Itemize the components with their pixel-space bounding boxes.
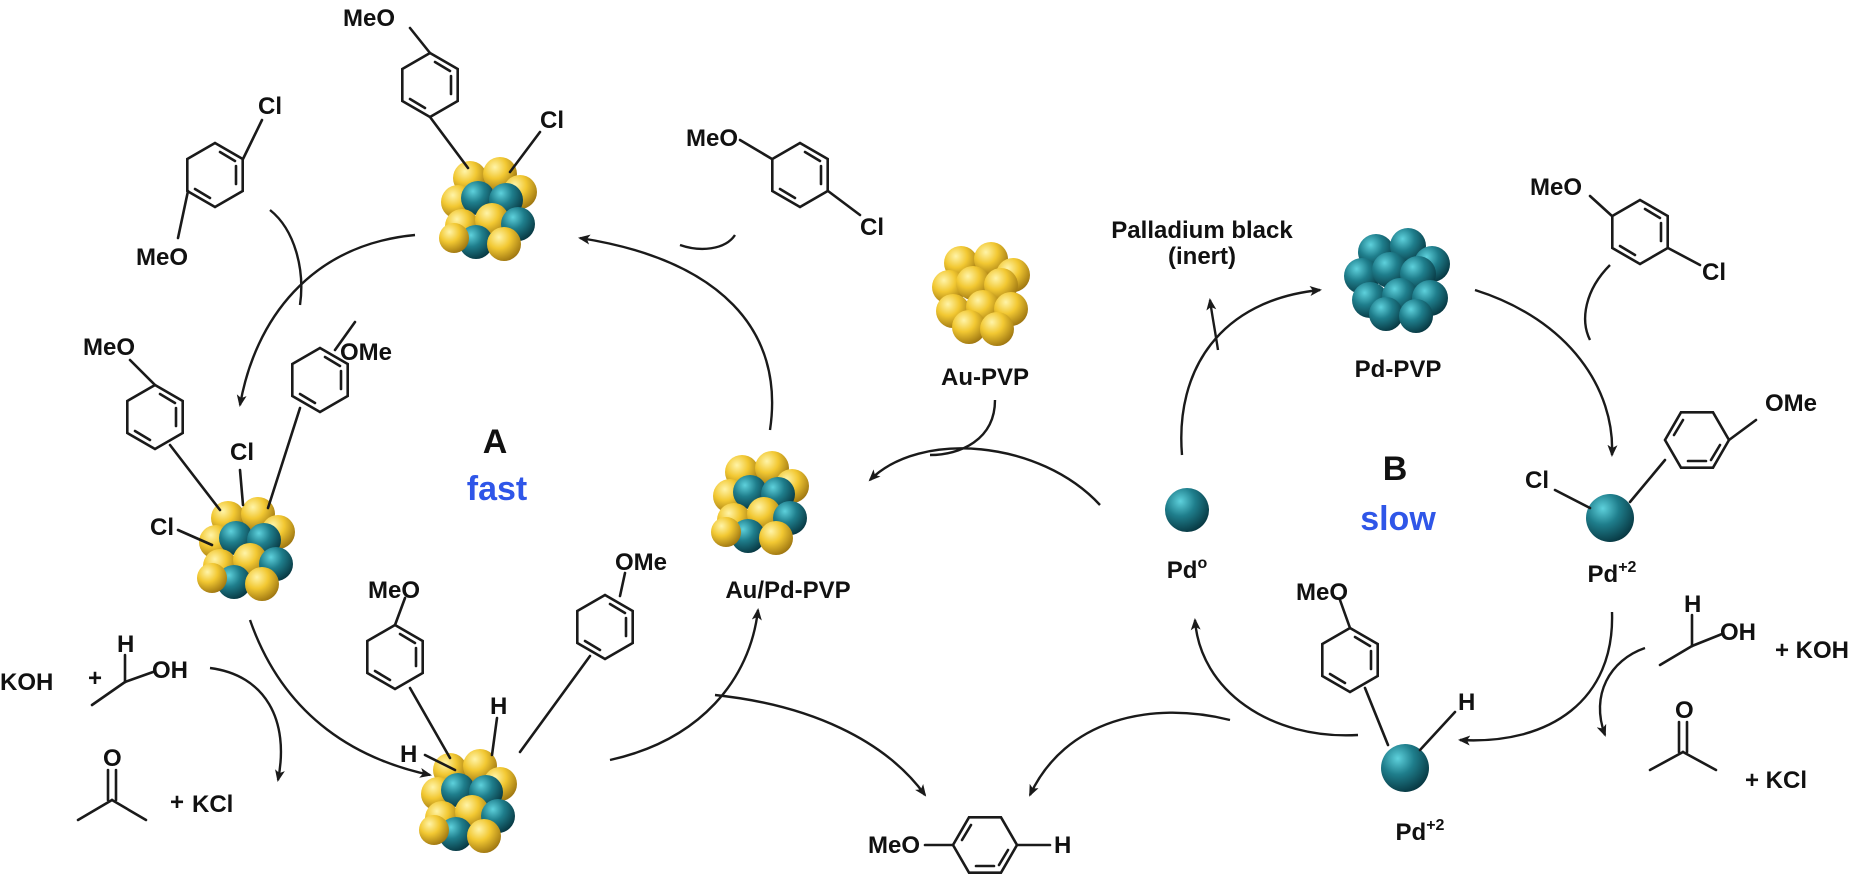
b-int1: Cl OMe Pd+2 — [1525, 390, 1817, 588]
a-int2: MeO OMe Cl Cl — [83, 320, 392, 601]
arrow-a-int2-to-int3 — [248, 619, 432, 778]
a-ketone-o: O — [103, 745, 122, 772]
b-ketone-o: O — [1675, 697, 1694, 724]
arrow-b-base-in — [1596, 646, 1646, 737]
center-substrate: MeO Cl — [686, 125, 884, 241]
a-reactant-cl: Cl — [258, 93, 282, 120]
b-int2: MeO H Pd+2 — [1296, 579, 1475, 846]
product: MeO H — [868, 815, 1071, 875]
a-int3-h-left: H — [400, 741, 417, 768]
au-pvp-label: Au-PVP — [941, 364, 1029, 391]
arrow-b-int1-to-int2 — [1458, 611, 1614, 746]
cycle-a-speed: fast — [467, 470, 527, 508]
a-int3-ome: OMe — [615, 549, 667, 576]
a-alcohol-oh: OH — [152, 657, 188, 684]
cycle-b: B slow Palladium black (inert) Pd-PVP Me… — [1028, 174, 1849, 846]
b-alcohol-h: H — [1684, 591, 1701, 618]
au-pd-pvp-label: Au/Pd-PVP — [725, 577, 850, 604]
center: MeO Cl Au-PVP MeO H — [686, 125, 1101, 875]
b-alcohol-oh: OH — [1720, 619, 1756, 646]
a-ketone: O + KCl — [76, 745, 233, 822]
a-int3: MeO OMe H H — [365, 549, 667, 853]
cycle-b-speed: slow — [1360, 500, 1436, 538]
b-substrate-cl: Cl — [1702, 259, 1726, 286]
a-plus-2: + — [170, 789, 184, 816]
cycle-a-label: A — [483, 423, 508, 461]
pd0-label: Pdo — [1167, 555, 1208, 584]
arrow-b-pd0-to-pdpvp — [1180, 286, 1322, 456]
arrow-a-product-out — [714, 693, 927, 797]
cycle-b-label: B — [1383, 450, 1408, 488]
center-substrate-meo: MeO — [686, 125, 738, 152]
arrow-a-int1-to-int2 — [236, 233, 416, 407]
arrow-b-pdpvp-to-int1 — [1474, 288, 1618, 457]
pd-black-label: Palladium black — [1111, 217, 1293, 244]
arrow-b-int2-to-pd0 — [1190, 618, 1359, 737]
product-meo: MeO — [868, 832, 920, 859]
a-int3-h-top: H — [490, 693, 507, 720]
a-int1: MeO Cl — [343, 5, 564, 261]
a-int2-cl-left: Cl — [150, 514, 174, 541]
center-substrate-cl: Cl — [860, 214, 884, 241]
product-h: H — [1054, 832, 1071, 859]
arrow-a-substrate-in-left — [269, 209, 303, 306]
a-int2-meo: MeO — [83, 334, 135, 361]
a-int1-meo: MeO — [343, 5, 395, 32]
au-pvp: Au-PVP — [868, 242, 1101, 506]
cycle-a: A fast MeO Cl Cl MeO — [0, 5, 927, 853]
b-int1-cl: Cl — [1525, 467, 1549, 494]
a-int1-cl: Cl — [540, 107, 564, 134]
a-reactant-left: Cl MeO — [136, 93, 282, 271]
arrow-a-substrate-in-top — [679, 234, 736, 251]
b-int1-pd-label: Pd+2 — [1588, 559, 1637, 588]
b-plus-kcl: + KCl — [1745, 767, 1807, 794]
arrow-b-substrate-in — [1583, 264, 1611, 341]
b-substrate-meo: MeO — [1530, 174, 1582, 201]
arrow-a-int3-to-catalyst — [609, 608, 762, 762]
b-int1-ome: OMe — [1765, 390, 1817, 417]
pd-black-note: (inert) — [1168, 243, 1236, 270]
b-int2-pd-label: Pd+2 — [1396, 817, 1445, 846]
b-ketone: O + KCl — [1648, 697, 1807, 794]
a-int2-ome: OMe — [340, 339, 392, 366]
b-int2-meo: MeO — [1296, 579, 1348, 606]
a-int2-cl-top: Cl — [230, 439, 254, 466]
pd0: Pdo — [1165, 488, 1209, 584]
pd-pvp: Pd-PVP — [1344, 228, 1450, 383]
pd-pvp-label: Pd-PVP — [1355, 356, 1442, 383]
arrow-au-pvp-in — [929, 399, 997, 457]
arrow-a-base-in — [209, 666, 285, 782]
a-reactant-meo: MeO — [136, 244, 188, 271]
b-base: H OH + KOH — [1658, 591, 1849, 667]
a-int3-meo: MeO — [368, 577, 420, 604]
a-plus: + — [88, 665, 102, 692]
arrow-b-to-pdblack — [1206, 298, 1220, 351]
arrow-b-product-out — [1028, 711, 1231, 797]
arrow-pd-to-catalyst — [868, 447, 1101, 506]
a-alcohol-h: H — [117, 631, 134, 658]
a-koh: KOH — [0, 669, 53, 696]
arrow-a-catalyst-to-int1 — [578, 234, 774, 431]
b-plus-koh: + KOH — [1775, 637, 1849, 664]
a-kcl: KCl — [192, 791, 233, 818]
a-base: KOH + H OH — [0, 631, 188, 707]
b-substrate: MeO Cl — [1530, 174, 1726, 286]
b-int2-h: H — [1458, 689, 1475, 716]
au-pd-pvp-catalyst: Au/Pd-PVP — [711, 451, 851, 604]
